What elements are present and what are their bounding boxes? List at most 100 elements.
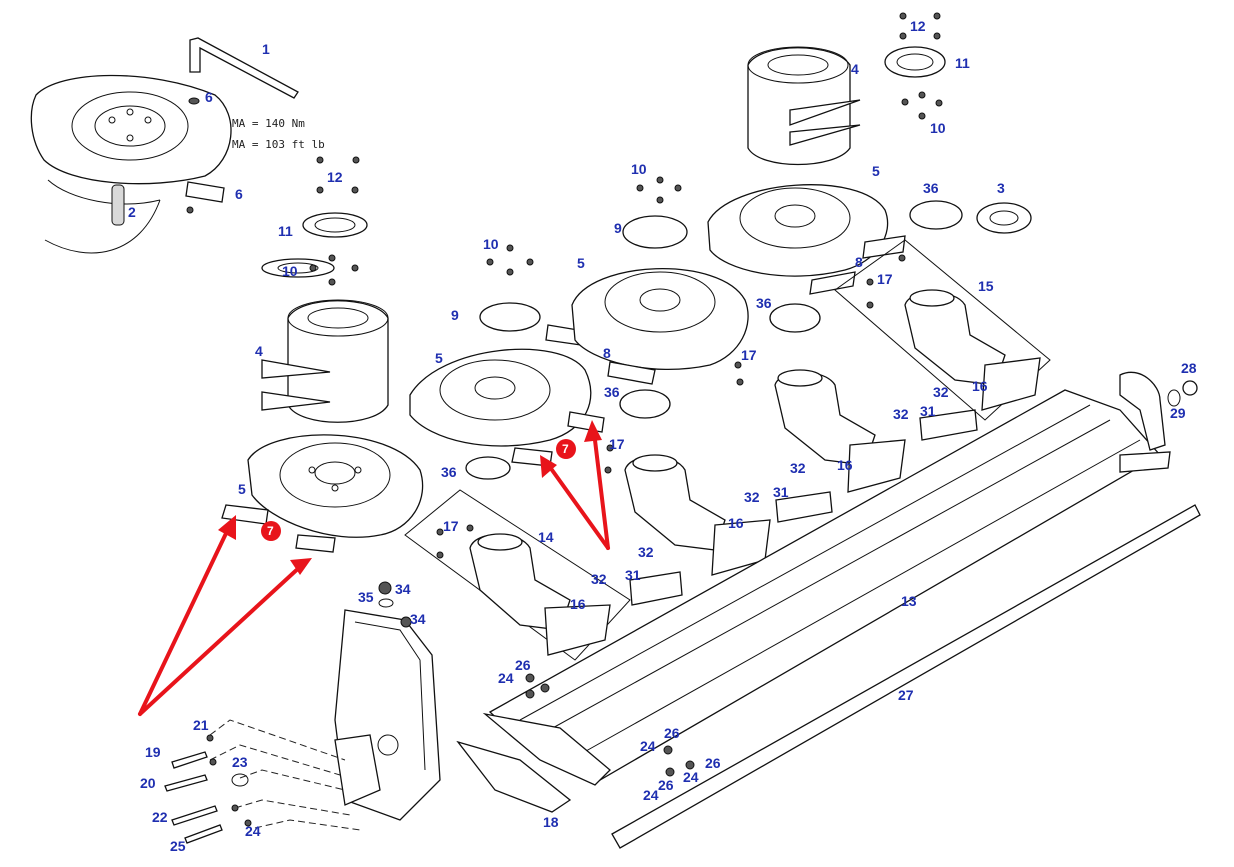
washer-35 xyxy=(378,598,394,608)
shaft-27 xyxy=(611,504,1201,849)
label-31-c: 31 xyxy=(920,403,936,419)
label-16-c: 16 xyxy=(837,457,853,473)
nut-34-b xyxy=(400,616,412,628)
cap-plate-left xyxy=(261,258,335,278)
gasket-36-c xyxy=(769,303,821,333)
blade-8d xyxy=(607,361,656,385)
label-34-a: 34 xyxy=(395,581,411,597)
label-27: 27 xyxy=(898,687,914,703)
label-32-f: 32 xyxy=(933,384,949,400)
label-2: 2 xyxy=(128,204,136,220)
bracket-31-b xyxy=(775,491,833,523)
badge-7-a xyxy=(261,521,281,541)
label-32-d: 32 xyxy=(790,460,806,476)
gearbox-14-group xyxy=(404,244,683,661)
gearbox-mid-group xyxy=(571,176,978,576)
ring-11-left xyxy=(302,212,368,238)
label-24-a: 24 xyxy=(498,670,514,686)
label-16-d: 16 xyxy=(972,378,988,394)
label-4-left: 4 xyxy=(255,343,263,359)
label-15: 15 xyxy=(978,278,994,294)
inset-blade xyxy=(185,181,225,203)
badge-7-b xyxy=(556,439,576,459)
label-6-b: 6 xyxy=(235,186,243,202)
label-32-b: 32 xyxy=(638,544,654,560)
label-16-b: 16 xyxy=(728,515,744,531)
label-5-right: 5 xyxy=(577,255,585,271)
label-8-mid: 8 xyxy=(603,345,611,361)
label-36-d: 36 xyxy=(923,180,939,196)
frame-left-end xyxy=(482,712,611,786)
gearbox-mid xyxy=(624,455,726,551)
label-24-e: 24 xyxy=(245,823,261,839)
drive-housing xyxy=(164,581,441,844)
bolt-22 xyxy=(171,805,218,826)
label-24-b: 24 xyxy=(640,738,656,754)
bolt-20 xyxy=(164,774,208,792)
bracket-31-c xyxy=(919,409,978,441)
label-14: 14 xyxy=(538,529,554,545)
label-5-left: 5 xyxy=(238,481,246,497)
highlight-badges: 7 7 xyxy=(261,439,576,541)
label-17-b: 17 xyxy=(609,436,625,452)
label-5-top: 5 xyxy=(872,163,880,179)
label-13: 13 xyxy=(901,593,917,609)
bracket-31-a xyxy=(629,571,683,606)
label-32-c: 32 xyxy=(744,489,760,505)
label-10-mid: 10 xyxy=(483,236,499,252)
label-34-b: 34 xyxy=(410,611,426,627)
disc-5-left xyxy=(247,434,424,538)
nut-34-a xyxy=(378,581,392,595)
label-36-c: 36 xyxy=(756,295,772,311)
disc-5-right xyxy=(571,268,749,371)
blade-8e xyxy=(862,235,906,259)
label-5-mid: 5 xyxy=(435,350,443,366)
label-26-d: 26 xyxy=(658,777,674,793)
label-11-left: 11 xyxy=(278,223,293,239)
ring-3 xyxy=(976,202,1032,234)
label-9-right: 9 xyxy=(614,220,622,236)
label-26-c: 26 xyxy=(705,755,721,771)
left-rotor-group xyxy=(221,156,424,553)
end-bracket xyxy=(1119,371,1166,451)
label-9-mid: 9 xyxy=(451,307,459,323)
gasket-36-b xyxy=(619,389,671,419)
washer-23 xyxy=(231,773,249,787)
badge-7-a-text: 7 xyxy=(267,524,274,538)
label-8-top: 8 xyxy=(855,254,863,270)
label-3: 3 xyxy=(997,180,1005,196)
label-6-a: 6 xyxy=(205,89,213,105)
gearbox-15-frame xyxy=(834,239,1051,421)
label-31-a: 31 xyxy=(625,567,641,583)
label-21: 21 xyxy=(193,717,209,733)
label-17-a: 17 xyxy=(443,518,459,534)
label-26-a: 26 xyxy=(515,657,531,673)
label-36-b: 36 xyxy=(441,464,457,480)
inset-detail xyxy=(30,37,299,254)
label-24-d: 24 xyxy=(643,787,659,803)
inset-disc xyxy=(30,74,232,185)
gasket-36-mid xyxy=(465,456,511,480)
label-25: 25 xyxy=(170,838,186,854)
bolt-25 xyxy=(184,824,223,844)
cap-9-right xyxy=(622,215,688,249)
bolt-19 xyxy=(171,751,208,769)
part-labels: 1 2 3 4 4 5 5 5 5 6 6 8 8 9 9 10 10 10 1… xyxy=(128,18,1197,854)
label-17-c: 17 xyxy=(741,347,757,363)
label-10-top: 10 xyxy=(930,120,946,136)
label-11-right: 11 xyxy=(955,55,970,71)
cutterbar-frame xyxy=(456,371,1201,849)
label-35: 35 xyxy=(358,589,374,605)
label-4-right: 4 xyxy=(851,61,859,77)
label-31-b: 31 xyxy=(773,484,789,500)
highlight-arrows xyxy=(138,430,610,716)
label-10-left: 10 xyxy=(282,263,298,279)
label-16-a: 16 xyxy=(570,596,586,612)
label-12-right: 12 xyxy=(910,18,926,34)
ring-29 xyxy=(1167,389,1181,407)
gasket-16-d xyxy=(981,357,1041,411)
label-32-a: 32 xyxy=(591,571,607,587)
label-17-d: 17 xyxy=(877,271,893,287)
